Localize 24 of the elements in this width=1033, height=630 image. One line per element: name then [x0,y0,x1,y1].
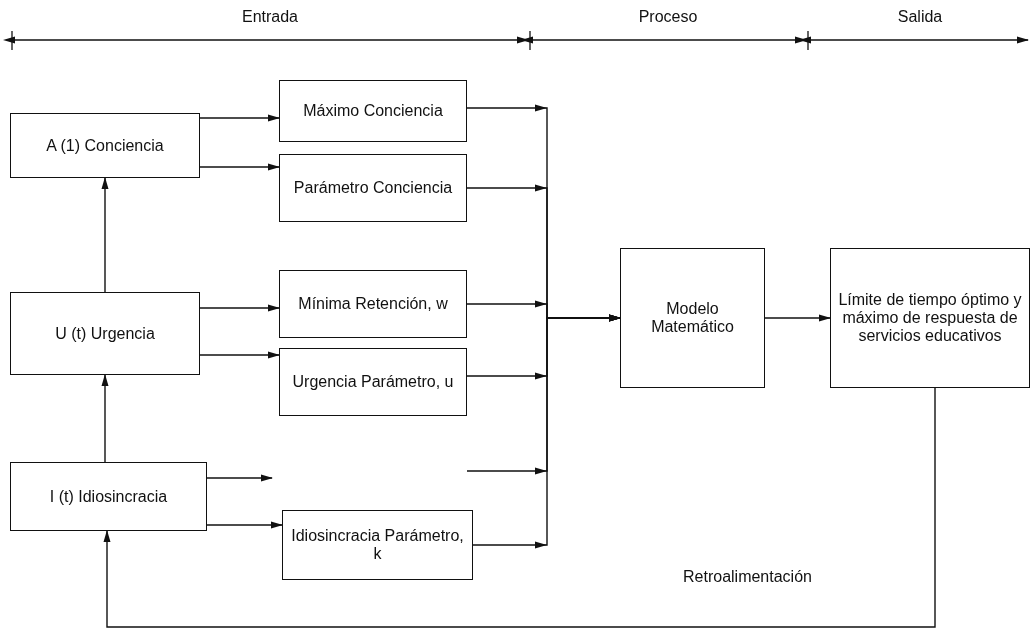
phase-label: Salida [897,8,943,26]
connector-arrow [206,521,283,529]
phase-label: Proceso [638,8,698,26]
connector-arrow [101,374,109,463]
connector-arrow [199,304,280,312]
connector-arrow [472,314,621,549]
connector-arrow [206,474,273,482]
connector-arrow [199,163,280,171]
input-box: Urgencia Parámetro, u [279,348,467,416]
input-box: U (t) Urgencia [10,292,200,375]
process-box: Modelo Matemático [620,248,765,388]
input-box: Mínima Retención, w [279,270,467,338]
connector-arrow [199,114,280,122]
phase-label: Entrada [242,8,298,26]
output-box: Límite de tiempo óptimo y máximo de respuesta de servicios educativos [830,248,1030,388]
connector-arrow [101,177,109,293]
input-box: I (t) Idiosincracia [10,462,207,531]
input-box: Máximo Conciencia [279,80,467,142]
connector-arrow [103,387,936,628]
connector-arrow [764,314,831,322]
input-box: Idiosincracia Parámetro, k [282,510,473,580]
input-box: A (1) Conciencia [10,113,200,178]
connector-arrow [199,351,280,359]
input-box: Parámetro Conciencia [279,154,467,222]
